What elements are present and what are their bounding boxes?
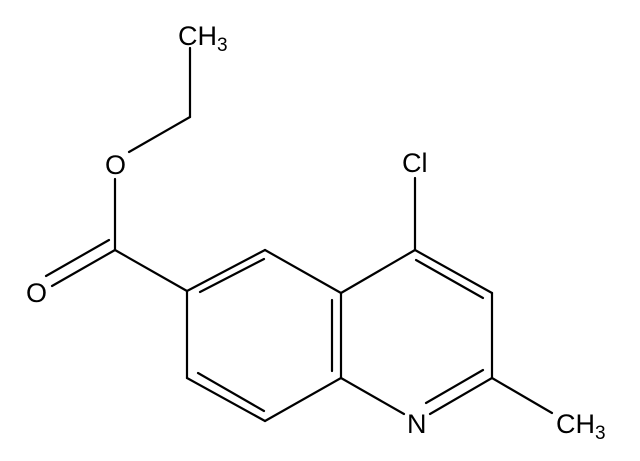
bond-c2-n-inner [424, 368, 485, 405]
bond-carbonyl-c6 [113, 248, 189, 293]
bond-c4a-c4 [339, 248, 417, 295]
bond-carbonyl-double-a [50, 248, 117, 288]
bond-carbonyl-double-b [44, 238, 111, 278]
bond-c8-c7-inner [196, 371, 266, 413]
bond-c4-c3-inner [414, 258, 485, 300]
bond-n-c8a [339, 376, 406, 416]
bond-ch2-o [127, 115, 192, 154]
bond-c8-c7 [185, 376, 267, 423]
ch3-top-label: CH3 [178, 21, 228, 56]
bond-c8a-c8 [263, 376, 343, 423]
bond-c6-c5-inner [198, 257, 266, 294]
ether-oxygen-label: O [105, 150, 126, 180]
ch3-methyl-label: CH3 [556, 409, 606, 444]
bond-c2-n [428, 376, 494, 416]
carbonyl-oxygen-label: O [26, 278, 47, 308]
bond-c2-ch3 [490, 376, 554, 415]
bond-c6-c5 [185, 248, 267, 293]
nitrogen-label: N [407, 409, 427, 439]
bond-c5-c4a [263, 248, 343, 295]
atom-labels: CH3 O O Cl N CH3 [26, 21, 606, 444]
bond-c4-c3 [413, 248, 494, 295]
chlorine-label: Cl [402, 148, 428, 178]
bonds [44, 46, 554, 423]
